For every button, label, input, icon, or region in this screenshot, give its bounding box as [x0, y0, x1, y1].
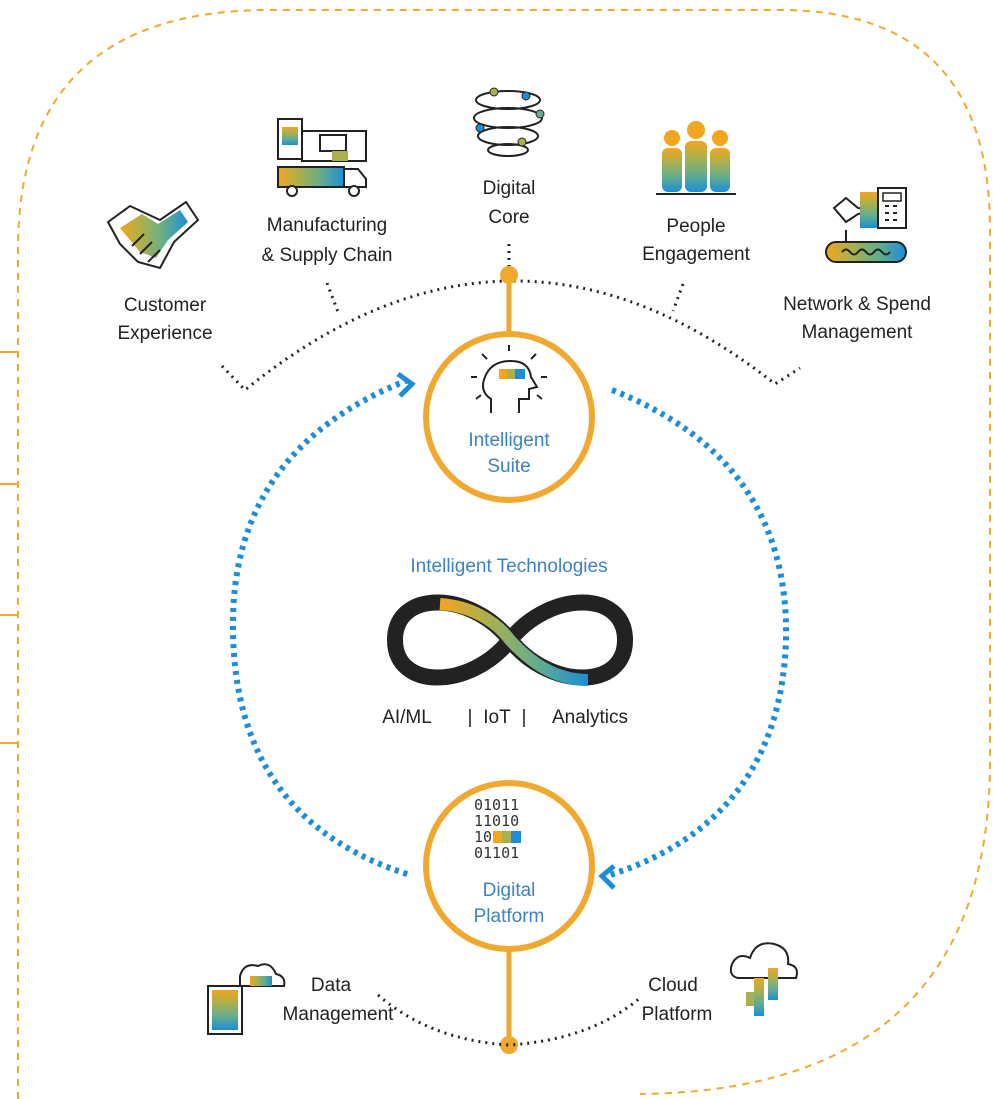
binary-line: 10: [474, 828, 492, 846]
solution-customer-line2: Experience: [117, 323, 212, 344]
cycle-arrow-left-icon: [396, 371, 416, 398]
solution-core-line2: Core: [488, 207, 529, 228]
solution-network-line1: Network & Spend: [783, 294, 931, 315]
solution-core-line1: Digital: [483, 178, 536, 199]
tech-item-iot: IoT: [483, 707, 511, 728]
solution-network-line2: Management: [802, 322, 914, 343]
infinity-icon: [386, 594, 634, 686]
factory-truck-icon: [277, 118, 367, 197]
platform-label-line1: Digital: [483, 880, 536, 901]
bottom-data-line1: Data: [311, 975, 352, 996]
solution-people-line1: People: [666, 216, 725, 237]
technologies-title: Intelligent Technologies: [410, 556, 607, 577]
bottom-data-line2: Management: [283, 1004, 395, 1025]
cycle-arc-left: [229, 377, 411, 878]
tech-separator: |: [468, 707, 473, 728]
solution-people-line2: Engagement: [642, 244, 750, 265]
bottom-cloud-line1: Cloud: [648, 975, 698, 996]
cycle-arrow-right-icon: [598, 864, 616, 890]
tech-item-analytics: Analytics: [552, 707, 628, 728]
solution-manufacturing-line2: & Supply Chain: [262, 245, 393, 266]
suite-circle: [423, 331, 595, 503]
technologies-items: AI/ML | IoT | Analytics: [382, 707, 628, 728]
tech-separator: |: [522, 707, 527, 728]
suite-label-line2: Suite: [487, 456, 530, 477]
data-document-icon: [207, 963, 286, 1035]
top-connector-arc: [220, 279, 801, 393]
cloud-bars-icon: [729, 942, 798, 1016]
suite-stem-dot: [500, 266, 518, 284]
people-group-icon: [656, 121, 736, 195]
cycle-arc-right: [609, 387, 790, 878]
suite-label-line1: Intelligent: [468, 430, 550, 451]
head-lightbulb-icon: [471, 345, 547, 413]
plane-calculator-icon: [825, 187, 907, 263]
bottom-connector-arc: [377, 993, 641, 1047]
binary-line: 01011: [474, 796, 519, 814]
handshake-icon: [106, 200, 200, 270]
solution-manufacturing-line1: Manufacturing: [267, 215, 387, 236]
platform-stem-dot: [500, 1036, 518, 1054]
binary-data-icon: 01011 11010 10 01101: [474, 796, 521, 862]
platform-label-line2: Platform: [474, 906, 545, 927]
left-ticks: [0, 351, 18, 744]
globe-network-icon: [473, 87, 545, 157]
binary-line: 11010: [474, 812, 519, 830]
solution-customer-line1: Customer: [124, 295, 207, 316]
bottom-cloud-line2: Platform: [642, 1004, 713, 1025]
tech-item-aiml: AI/ML: [382, 707, 432, 728]
binary-line: 01101: [474, 844, 519, 862]
top-connector-ticks: [325, 244, 685, 313]
